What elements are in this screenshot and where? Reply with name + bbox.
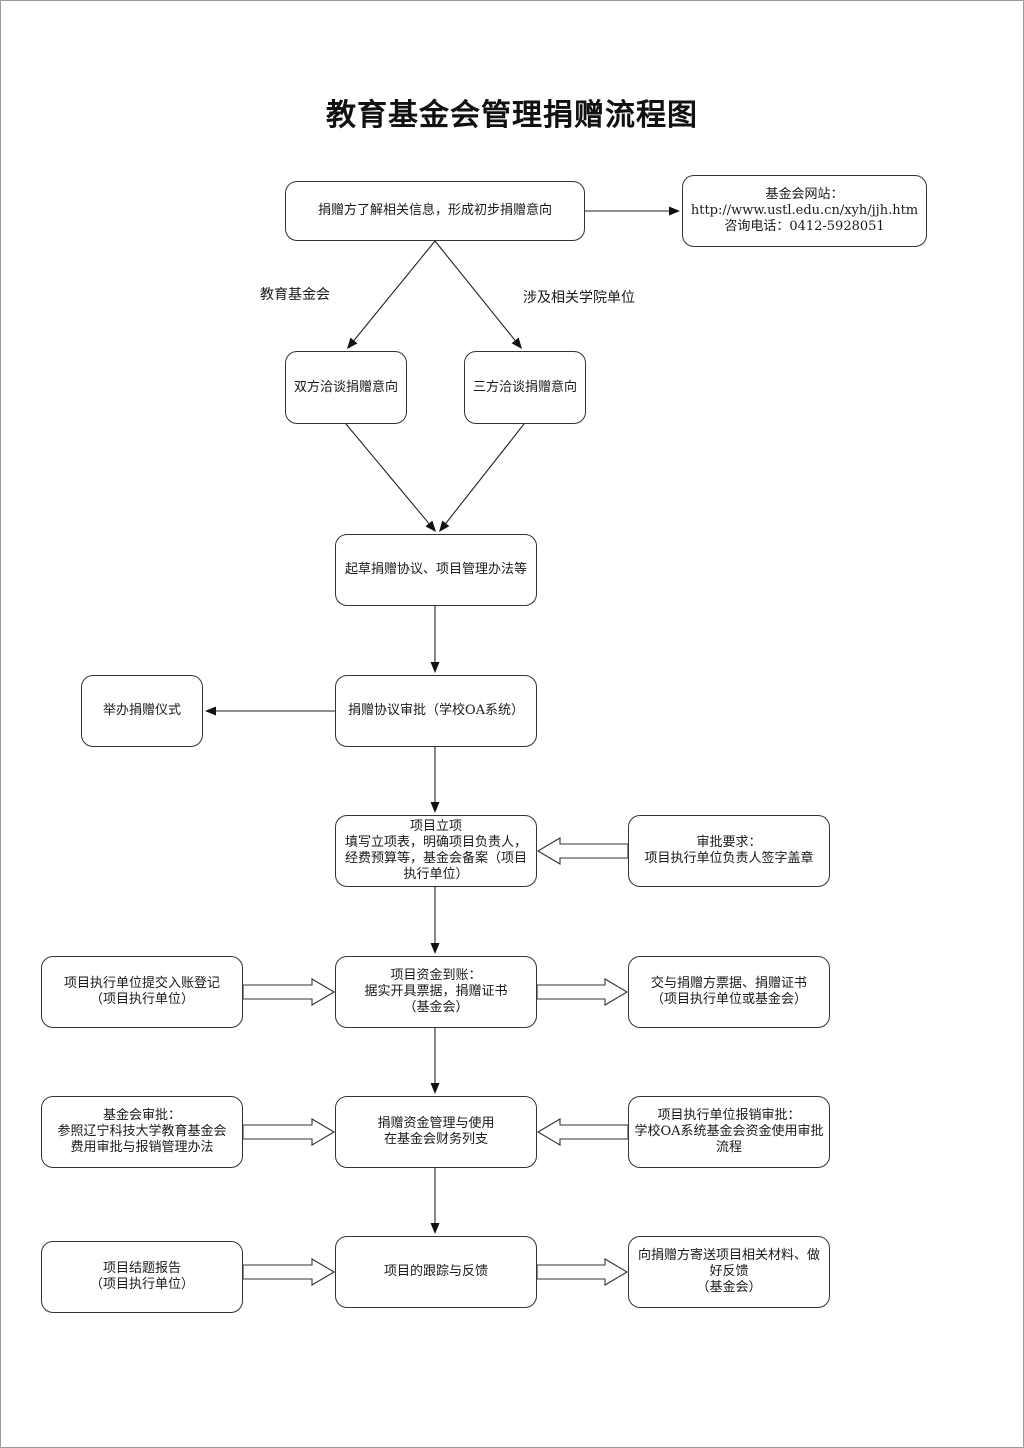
block-arrow xyxy=(536,1118,629,1146)
node-account-registration: 项目执行单位提交入账登记（项目执行单位） xyxy=(41,956,243,1028)
node-text-line: 交与捐赠方票据、捐赠证书 xyxy=(650,976,807,991)
node-text-line: （项目执行单位） xyxy=(89,1277,194,1292)
node-text-line: （项目执行单位） xyxy=(89,992,194,1007)
node-trilateral-talks: 三方洽谈捐赠意向 xyxy=(464,351,586,424)
arrow-line xyxy=(353,240,436,341)
node-text-line: 捐赠资金管理与使用 xyxy=(377,1116,495,1131)
node-text-line: 据实开具票据，捐赠证书 xyxy=(364,984,508,999)
node-text-line: 学校OA系统基金会资金使用审批 xyxy=(634,1124,824,1139)
node-text-line: 双方洽谈捐赠意向 xyxy=(293,379,398,395)
node-text-line: 审批要求： xyxy=(696,835,762,850)
node-approval-requirement: 审批要求：项目执行单位负责人签字盖章 xyxy=(628,815,830,887)
node-send-feedback: 向捐赠方寄送项目相关材料、做好反馈（基金会） xyxy=(628,1236,830,1308)
node-closing-report: 项目结题报告（项目执行单位） xyxy=(41,1241,243,1313)
node-tracking-feedback: 项目的跟踪与反馈 xyxy=(335,1236,537,1308)
block-arrow xyxy=(536,978,629,1006)
arrow-line xyxy=(434,240,516,341)
node-text-line: 咨询电话：0412-5928051 xyxy=(724,219,885,234)
node-text-line: 项目的跟踪与反馈 xyxy=(383,1264,488,1279)
node-bilateral-talks: 双方洽谈捐赠意向 xyxy=(285,351,407,424)
node-text-line: 起草捐赠协议、项目管理办法等 xyxy=(344,562,527,577)
page-title: 教育基金会管理捐赠流程图 xyxy=(326,98,698,133)
arrowhead xyxy=(669,206,680,216)
block-arrow xyxy=(242,978,336,1006)
arrowhead xyxy=(511,337,522,349)
branch-label-college: 涉及相关学院单位 xyxy=(523,290,635,306)
branch-label-foundation: 教育基金会 xyxy=(260,287,330,303)
node-text-line: 捐赠方了解相关信息，形成初步捐赠意向 xyxy=(317,203,552,218)
block-arrow xyxy=(242,1118,336,1146)
node-reimbursement-approval: 项目执行单位报销审批：学校OA系统基金会资金使用审批流程 xyxy=(628,1096,830,1168)
arrow-line xyxy=(345,423,430,524)
node-text-line: （基金会） xyxy=(403,1000,469,1015)
arrow-line xyxy=(445,423,525,524)
node-text-line: 向捐赠方寄送项目相关材料、做 xyxy=(637,1248,820,1263)
node-text-line: 项目立项 xyxy=(409,819,462,834)
arrowhead xyxy=(430,943,440,954)
arrowhead xyxy=(430,662,440,673)
node-project-setup: 项目立项填写立项表，明确项目负责人，经费预算等，基金会备案（项目执行单位） xyxy=(335,815,537,887)
node-text-line: 捐赠协议审批（学校OA系统） xyxy=(347,703,525,718)
node-text-line: 基金会网站： xyxy=(765,187,844,202)
node-text-line: 三方洽谈捐赠意向 xyxy=(472,379,577,395)
node-text-line: 项目执行单位负责人签字盖章 xyxy=(644,851,814,866)
node-text-line: （项目执行单位或基金会） xyxy=(650,992,807,1007)
node-agreement-approval: 捐赠协议审批（学校OA系统） xyxy=(335,675,537,747)
node-donation-ceremony: 举办捐赠仪式 xyxy=(81,675,203,747)
node-text-line: 项目执行单位提交入账登记 xyxy=(63,976,220,991)
node-text-line: 项目结题报告 xyxy=(102,1261,181,1276)
arrowhead xyxy=(430,1223,440,1234)
arrowhead xyxy=(439,520,450,532)
node-text-line: 流程 xyxy=(715,1140,742,1155)
arrowhead xyxy=(425,520,436,532)
arrowhead xyxy=(205,706,216,716)
node-fund-usage: 捐赠资金管理与使用在基金会财务列支 xyxy=(335,1096,537,1168)
node-text-line: 执行单位） xyxy=(403,867,469,882)
node-text-line: （基金会） xyxy=(696,1280,762,1295)
node-text-line: 参照辽宁科技大学教育基金会 xyxy=(57,1124,227,1139)
node-text-line: 好反馈 xyxy=(709,1264,749,1279)
node-text-line: http://www.ustl.edu.cn/xyh/jjh.htm xyxy=(690,203,919,218)
block-arrow xyxy=(536,1258,629,1286)
node-website-contact: 基金会网站：http://www.ustl.edu.cn/xyh/jjh.htm… xyxy=(682,175,927,247)
node-text-line: 项目资金到账： xyxy=(390,968,482,983)
node-foundation-approval: 基金会审批：参照辽宁科技大学教育基金会费用审批与报销管理办法 xyxy=(41,1096,243,1168)
arrowhead xyxy=(347,337,358,349)
node-deliver-receipt: 交与捐赠方票据、捐赠证书（项目执行单位或基金会） xyxy=(628,956,830,1028)
node-text-line: 经费预算等，基金会备案（项目 xyxy=(344,851,527,866)
block-arrow xyxy=(536,837,629,865)
node-donor-intent: 捐赠方了解相关信息，形成初步捐赠意向 xyxy=(285,181,585,241)
node-funds-received: 项目资金到账：据实开具票据，捐赠证书（基金会） xyxy=(335,956,537,1028)
node-text-line: 填写立项表，明确项目负责人， xyxy=(344,835,527,850)
block-arrow xyxy=(242,1258,336,1286)
node-text-line: 基金会审批： xyxy=(102,1108,181,1123)
node-text-line: 举办捐赠仪式 xyxy=(102,703,181,718)
arrowhead xyxy=(430,1083,440,1094)
node-draft-agreement: 起草捐赠协议、项目管理办法等 xyxy=(335,534,537,606)
arrowhead xyxy=(430,802,440,813)
node-text-line: 项目执行单位报销审批： xyxy=(657,1108,801,1123)
node-text-line: 在基金会财务列支 xyxy=(383,1132,488,1147)
node-text-line: 费用审批与报销管理办法 xyxy=(70,1140,214,1155)
